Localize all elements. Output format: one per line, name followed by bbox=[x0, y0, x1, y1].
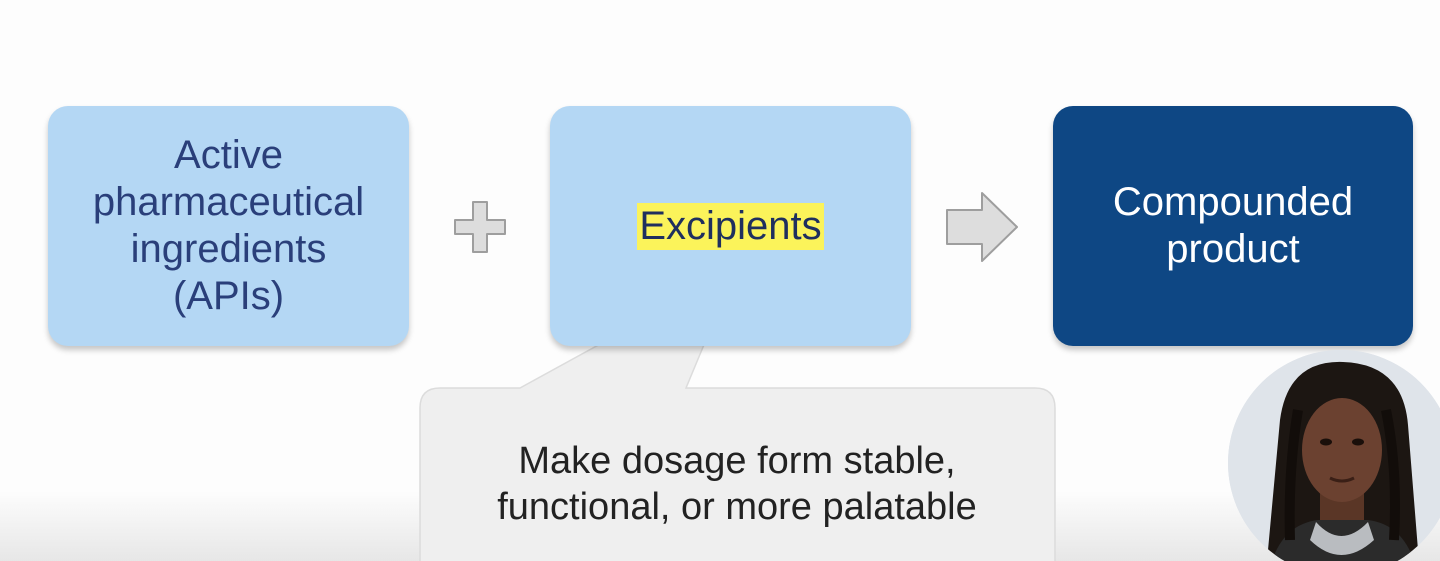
product-box: Compounded product bbox=[1053, 106, 1413, 346]
right-arrow-icon bbox=[946, 192, 1018, 262]
excipients-box: Excipients bbox=[550, 106, 911, 346]
apis-label: Active pharmaceutical ingredients (APIs) bbox=[92, 133, 365, 318]
plus-icon bbox=[454, 201, 506, 253]
apis-box: Active pharmaceutical ingredients (APIs) bbox=[48, 106, 409, 346]
callout-text: Make dosage form stable, functional, or … bbox=[497, 440, 977, 528]
presenter-avatar bbox=[1228, 350, 1440, 561]
product-label: Compounded product bbox=[1112, 180, 1354, 271]
excipients-label: Excipients bbox=[637, 202, 824, 250]
